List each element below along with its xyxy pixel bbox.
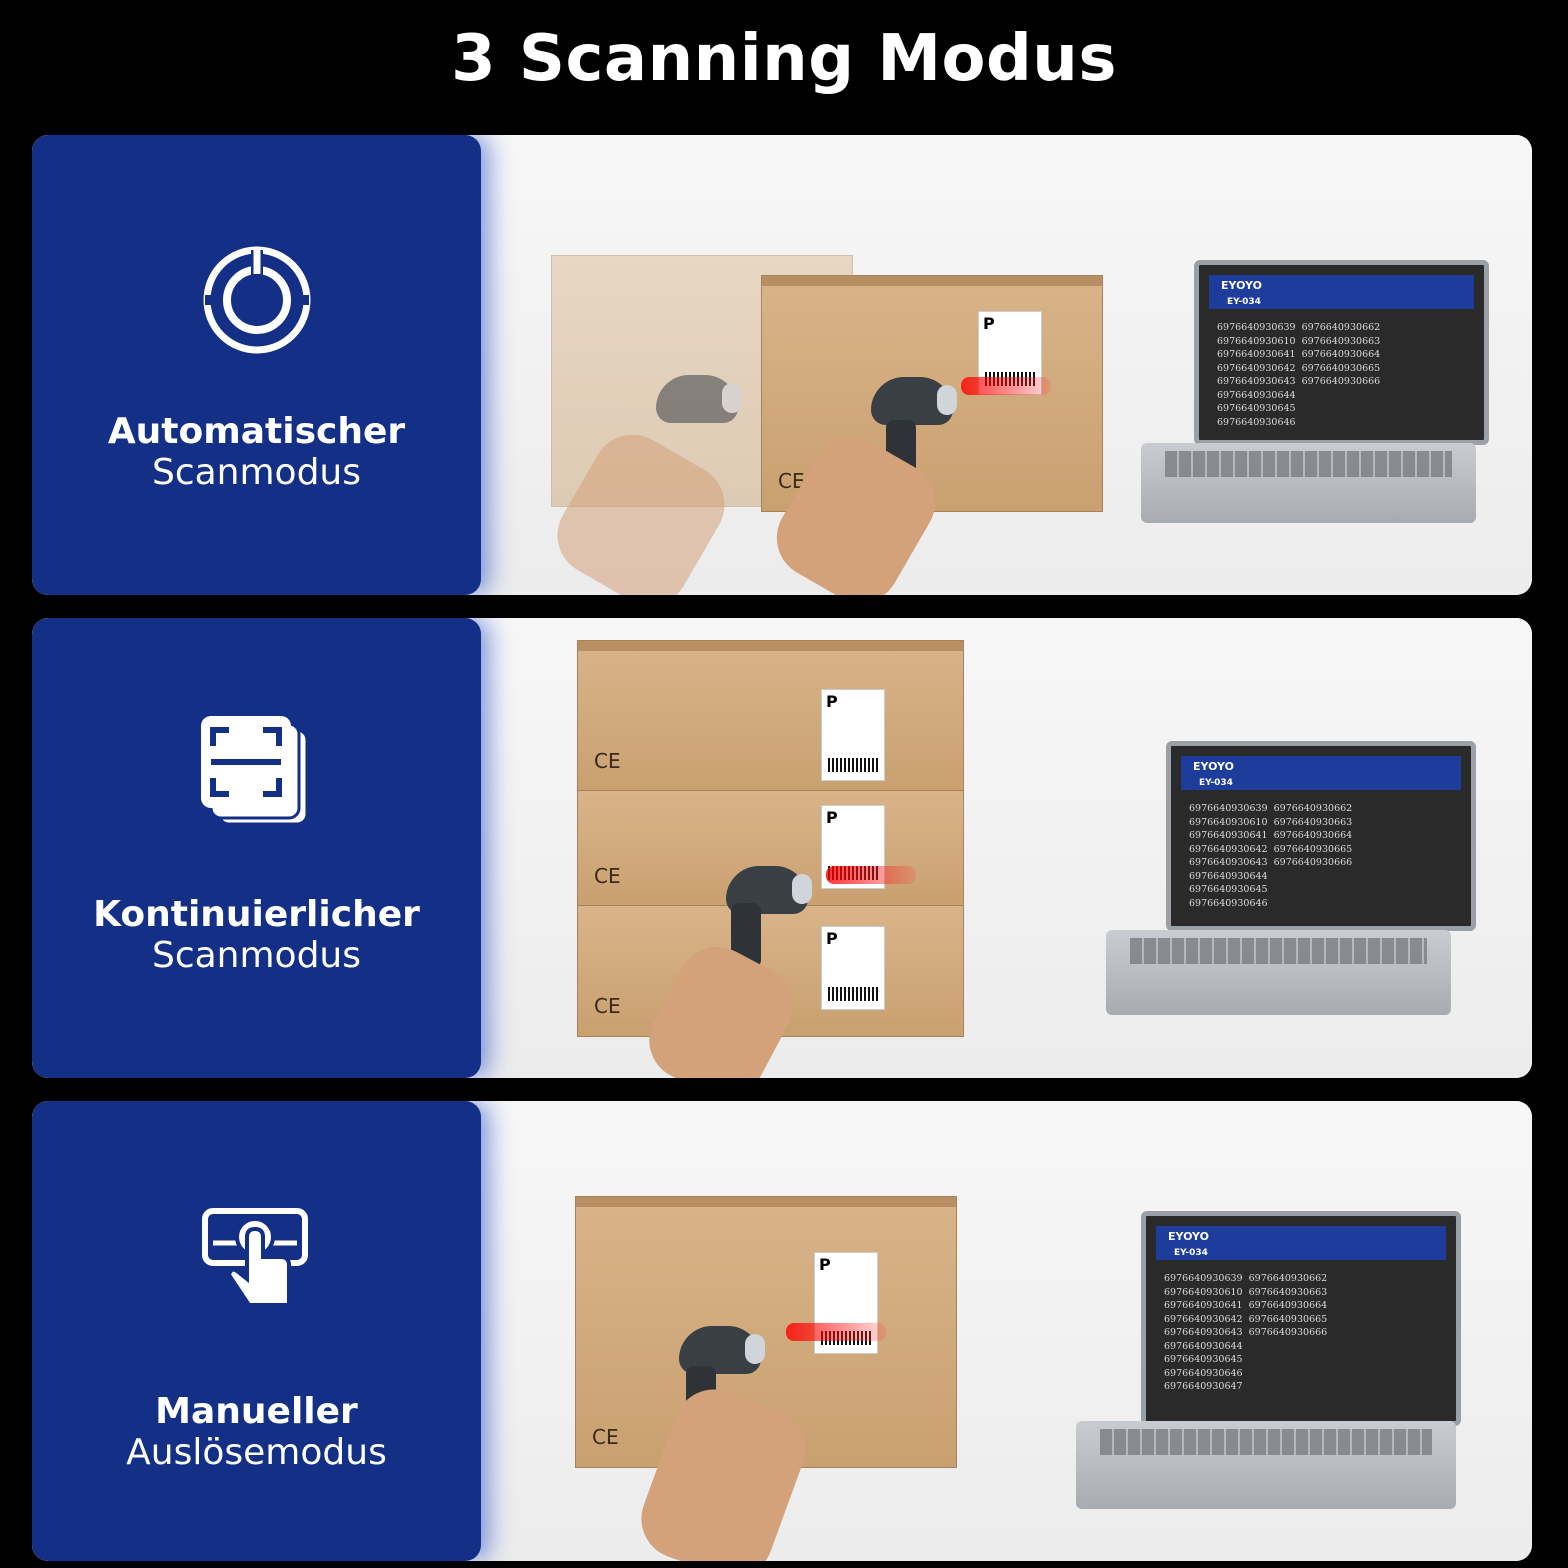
laptop-keyboard [1106, 930, 1451, 1015]
mode-label-bold: Automatischer [107, 411, 406, 452]
mode-row-manual: CE EYOYO EY-034 6976640930639 6976640930… [32, 1101, 1532, 1561]
scene-auto: CE EYOYO EY-034 6976640930639 6976640930… [481, 135, 1532, 595]
mode-panel-continuous: Kontinuierlicher Scanmodus [32, 618, 481, 1078]
mode-label-normal: Scanmodus [151, 452, 362, 493]
scene-continuous: CE CE CE EYOYO EY-034 6976640930639 6976… [481, 618, 1532, 1078]
mode-panel-auto: Automatischer Scanmodus [32, 135, 481, 595]
box-top: CE [577, 640, 964, 792]
barcode-scanner [871, 377, 957, 425]
ce-mark: CE [594, 994, 621, 1018]
auto-scan-icon [203, 246, 311, 354]
laser-beam [826, 866, 916, 884]
ce-mark: CE [594, 864, 621, 888]
scene-manual: CE EYOYO EY-034 6976640930639 6976640930… [481, 1101, 1532, 1561]
laptop-model: EY-034 [1227, 297, 1261, 307]
mode-label-bold: Manueller [155, 1391, 358, 1432]
laptop-brand: EYOYO [1168, 1230, 1209, 1243]
shipping-label [821, 689, 885, 781]
laptop-screen: EYOYO EY-034 6976640930639 6976640930662… [1194, 260, 1489, 445]
mode-row-continuous: CE CE CE EYOYO EY-034 6976640930639 6976… [32, 618, 1532, 1078]
laptop-model: EY-034 [1199, 778, 1233, 788]
mode-label: Automatischer Scanmodus [32, 411, 481, 493]
mode-label-normal: Scanmodus [151, 935, 362, 976]
laptop-screen: EYOYO EY-034 6976640930639 6976640930662… [1141, 1211, 1461, 1426]
laser-beam [786, 1323, 886, 1341]
scanned-codes: 6976640930639 6976640930662 697664093061… [1189, 803, 1353, 909]
mode-label-bold: Kontinuierlicher [93, 894, 420, 935]
mode-panel-manual: Manueller Auslösemodus [32, 1101, 481, 1561]
mode-label: Manueller Auslösemodus [32, 1391, 481, 1473]
mode-label: Kontinuierlicher Scanmodus [32, 894, 481, 976]
manual-trigger-icon [202, 1208, 308, 1307]
page-title: 3 Scanning Modus [451, 22, 1117, 96]
laptop-model: EY-034 [1174, 1248, 1208, 1258]
scanner-blurred [656, 375, 742, 423]
laptop-brand: EYOYO [1193, 760, 1234, 773]
ce-mark: CE [592, 1425, 619, 1449]
barcode-scanner [679, 1326, 765, 1374]
laptop-brand: EYOYO [1221, 279, 1262, 292]
laptop-keyboard [1141, 443, 1476, 523]
laptop-keyboard [1076, 1421, 1456, 1509]
mode-row-auto: CE EYOYO EY-034 6976640930639 6976640930… [32, 135, 1532, 595]
laptop-screen: EYOYO EY-034 6976640930639 6976640930662… [1166, 741, 1476, 931]
scanned-codes: 6976640930639 6976640930662 697664093061… [1217, 322, 1381, 428]
shipping-label [821, 926, 885, 1010]
laser-beam [961, 377, 1051, 395]
ce-mark: CE [594, 749, 621, 773]
continuous-scan-icon [201, 716, 309, 826]
mode-label-normal: Auslösemodus [126, 1432, 387, 1473]
scanned-codes: 6976640930639 6976640930662 697664093061… [1164, 1273, 1328, 1392]
